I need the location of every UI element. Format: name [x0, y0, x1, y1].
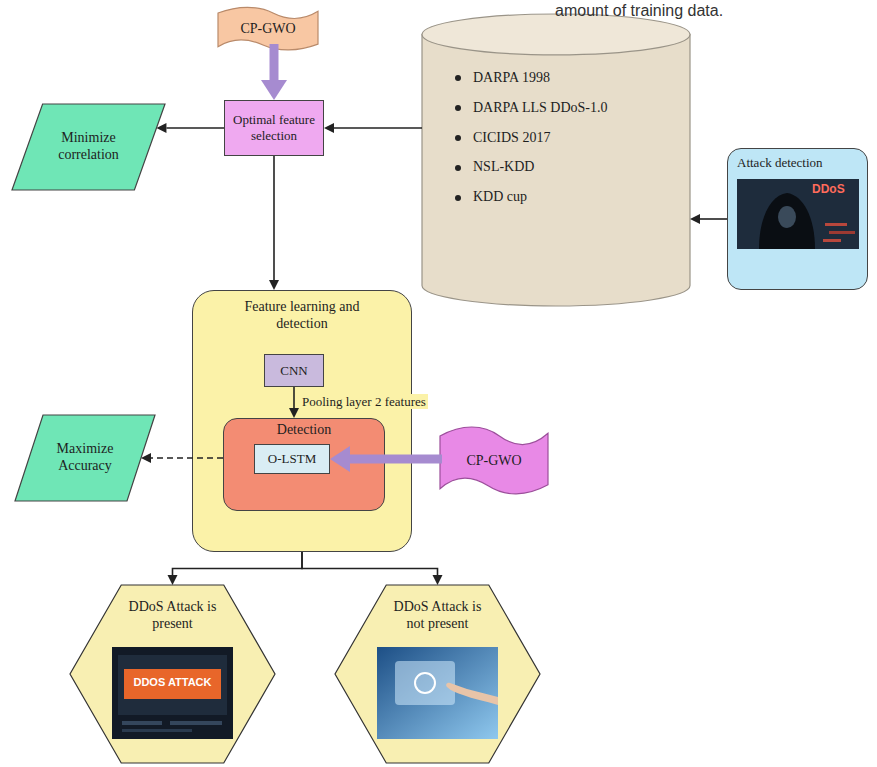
- node-text: CP-GWO: [466, 453, 521, 470]
- edge-label: Pooling layer 2 features: [300, 394, 428, 410]
- dataset-cylinder: DARPA 1998DARPA LLS DDoS-1.0CICIDS 2017N…: [422, 14, 690, 306]
- bullet-dot: [455, 135, 461, 141]
- bullet-dot: [455, 165, 461, 171]
- connector-line: [270, 44, 279, 80]
- outcome-hexagon: DDoS Attack is not present: [335, 585, 540, 763]
- group-box: Feature learning and detectionCNN Detecti…: [192, 290, 412, 552]
- outcome-hexagon: DDoS Attack is present: [70, 585, 275, 763]
- bullet-row: NSL-KDD: [455, 159, 534, 176]
- bullet-dot: [455, 105, 461, 111]
- image-text: DDoS: [812, 182, 845, 196]
- attack-illustration: [112, 647, 233, 739]
- optimizer-banner: CP-GWO: [440, 428, 548, 494]
- arrow-head: [690, 214, 700, 224]
- connector-line: [166, 127, 224, 129]
- process-box: Optimal feature selection: [224, 100, 324, 156]
- arrow-head: [269, 280, 279, 290]
- process-box: CNN: [264, 354, 324, 387]
- image-text: DDOS ATTACK: [124, 676, 221, 689]
- arrow-connector: [690, 214, 727, 224]
- group-box: DetectionO-LSTM: [223, 418, 385, 511]
- node-text: CNN: [280, 363, 307, 379]
- process-box: O-LSTM: [254, 444, 330, 474]
- arrow-connector: [156, 123, 224, 133]
- bullet-row: CICIDS 2017: [455, 130, 550, 147]
- optimizer-banner: CP-GWO: [218, 8, 318, 50]
- node-text: Detection: [277, 422, 331, 439]
- node-text: Optimal feature selection: [229, 112, 319, 143]
- node-text: CP-GWO: [240, 21, 295, 38]
- arrow-head: [324, 123, 334, 133]
- bullet-row: KDD cup: [455, 189, 527, 206]
- connector-line: [700, 218, 727, 220]
- bullet-dot: [455, 195, 461, 201]
- bullet-dot: [455, 75, 461, 81]
- secure-illustration: [377, 647, 498, 739]
- bullet-row: DARPA 1998: [455, 70, 550, 87]
- connector-line: [293, 387, 295, 408]
- arrow-head: [433, 575, 443, 585]
- block-arrow: [261, 44, 287, 100]
- node-text: DDoS Attack is present: [121, 599, 225, 633]
- dataset-name: NSL-KDD: [473, 159, 534, 176]
- dataset-name: DARPA 1998: [473, 70, 550, 87]
- arrow-connector: [324, 123, 422, 133]
- connector-line: [151, 457, 223, 459]
- arrow-head: [261, 80, 287, 100]
- objective-parallelogram: Minimize correlation: [12, 104, 165, 190]
- dataset-name: CICIDS 2017: [473, 130, 550, 147]
- node-text: Feature learning and detection: [227, 299, 377, 333]
- dataset-name: DARPA LLS DDoS-1.0: [473, 100, 607, 117]
- node-text: Minimize correlation: [49, 130, 129, 164]
- connector-line: [173, 552, 303, 575]
- node-text: Maximize Accuracy: [45, 441, 125, 475]
- node-text: Attack detection: [737, 155, 823, 171]
- cyl-outline: [422, 14, 690, 306]
- arrow-connector: [269, 156, 279, 290]
- node-text: O-LSTM: [268, 451, 316, 467]
- arrow-connector: [168, 552, 303, 585]
- connector-line: [302, 552, 438, 575]
- input-box: Attack detection: [727, 148, 868, 290]
- objective-parallelogram: Maximize Accuracy: [15, 415, 155, 501]
- arrow-head: [168, 575, 178, 585]
- arrow-connector: [302, 552, 443, 585]
- connector-line: [273, 156, 275, 280]
- dataset-name: KDD cup: [473, 189, 527, 206]
- node-text: DDoS Attack is not present: [386, 599, 490, 633]
- connector-line: [350, 455, 442, 464]
- bullet-row: DARPA LLS DDoS-1.0: [455, 100, 607, 117]
- connector-line: [334, 127, 422, 129]
- note-text: amount of training data.: [555, 1, 723, 20]
